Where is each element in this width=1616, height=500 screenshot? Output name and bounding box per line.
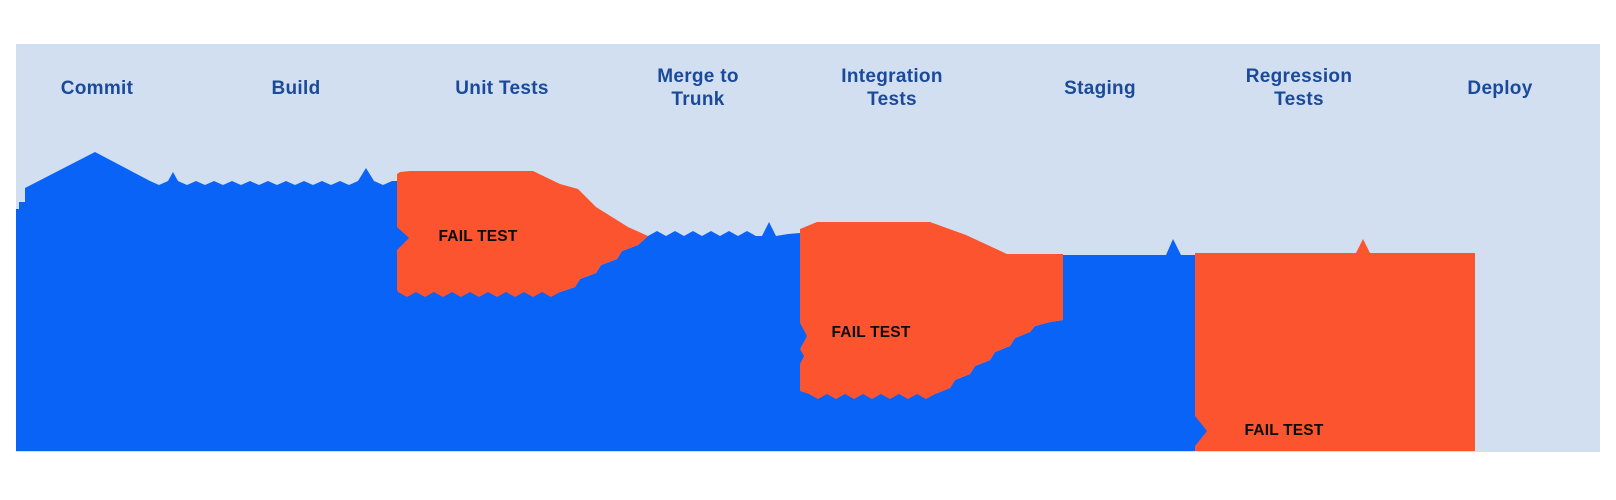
- flow-river-shape: [16, 152, 1300, 451]
- stage-label-regression-tests: Regression Tests: [1245, 66, 1353, 110]
- fail-branch-regression-tests: [1195, 239, 1475, 451]
- fail-test-label-integration-tests: FAIL TEST: [831, 324, 911, 341]
- fail-test-label-regression-tests: FAIL TEST: [1244, 422, 1324, 439]
- stage-label-build: Build: [271, 77, 321, 99]
- stage-label-integration-tests: Integration Tests: [841, 66, 943, 110]
- fail-branch-integration-tests: [800, 222, 1063, 399]
- stage-label-merge-to-trunk: Merge to Trunk: [657, 66, 739, 110]
- stage-label-deploy: Deploy: [1467, 77, 1533, 99]
- stage-label-commit: Commit: [60, 77, 134, 99]
- fail-test-label-unit-tests: FAIL TEST: [438, 228, 518, 245]
- stage-label-unit-tests: Unit Tests: [455, 77, 549, 99]
- fail-branch-unit-tests: [397, 171, 648, 297]
- stage-label-staging: Staging: [1064, 77, 1136, 99]
